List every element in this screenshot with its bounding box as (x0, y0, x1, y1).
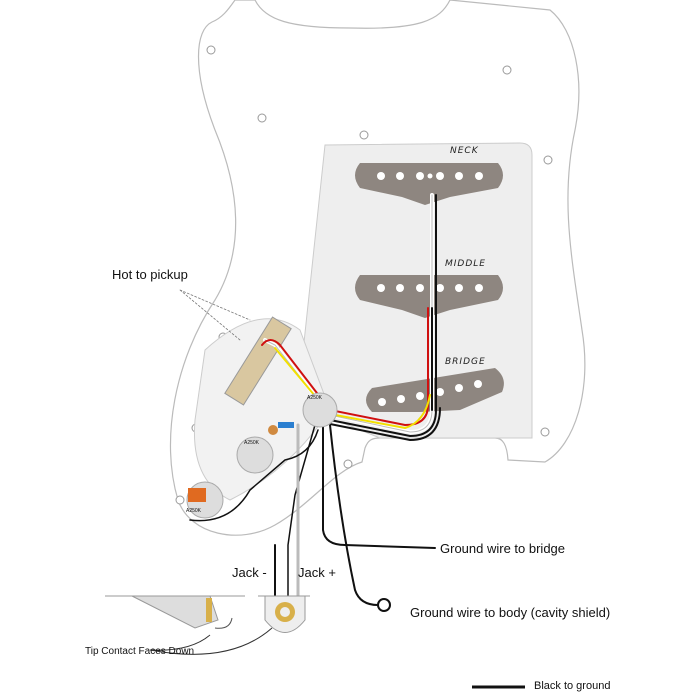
jack-minus-label: Jack - (232, 565, 267, 580)
legend-black-to-ground: Black to ground (534, 680, 611, 692)
middle-pickup (355, 275, 503, 318)
ground-body-label: Ground wire to body (cavity shield) (410, 605, 611, 620)
jack-plate-side (131, 595, 219, 629)
neck-pickup (355, 163, 503, 205)
ground-bridge-label: Ground wire to bridge (440, 541, 566, 556)
ground-lug (377, 598, 391, 612)
jack-plus-label: Jack + (298, 565, 336, 580)
tone1-pot-label: A250K (244, 440, 260, 446)
volume-pot-label: A250K (307, 395, 323, 401)
middle-label: MIDDLE (445, 259, 486, 269)
volume-pot (302, 392, 338, 428)
capacitor (188, 488, 206, 502)
hot-to-pickup-label: Hot to pickup (112, 267, 188, 282)
neck-label: NECK (450, 146, 479, 156)
tone2-pot-label: A250K (186, 508, 202, 514)
bridge-label: BRIDGE (445, 357, 486, 367)
selector-switch (224, 316, 292, 406)
tone-pot-1 (236, 436, 274, 474)
tip-contact-label: Tip Contact Faces Down (85, 646, 195, 657)
